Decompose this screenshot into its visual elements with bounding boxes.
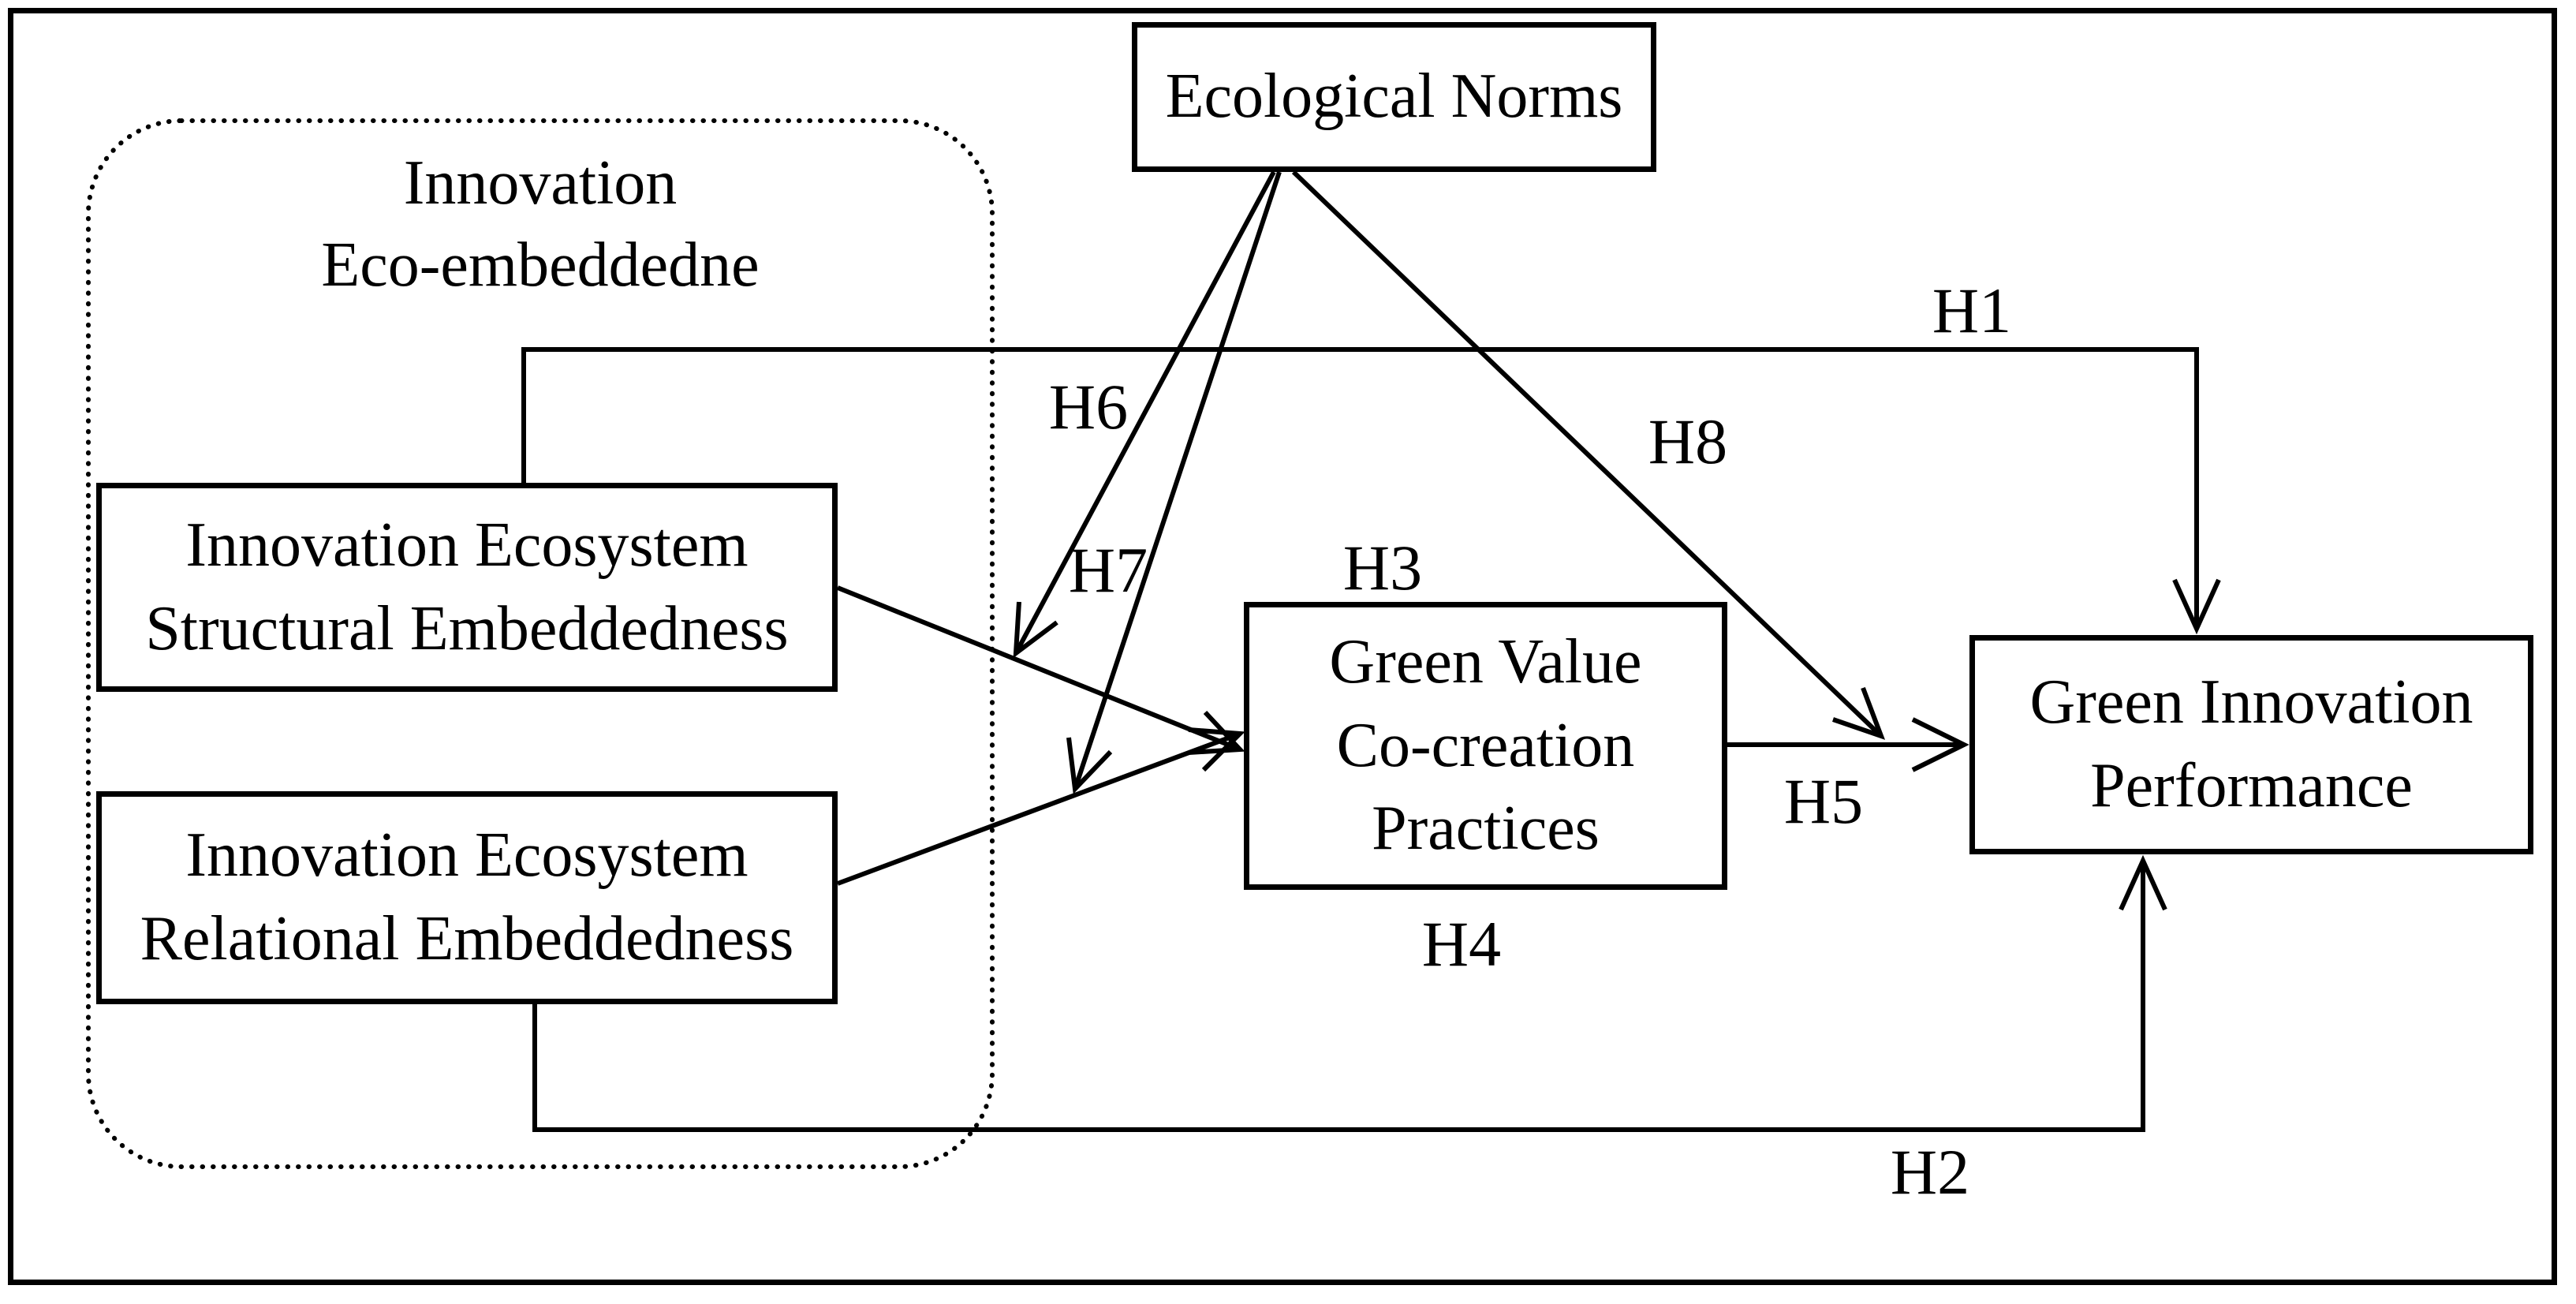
arrow-h5-arrowhead (1911, 717, 1969, 772)
group-label-innovation-eco-embeddedness: Innovation Eco-embeddedne (321, 148, 760, 300)
arrow-h6-norms-moderation (1014, 170, 1276, 655)
label-h1: H1 (1932, 275, 2012, 346)
figure-border (8, 8, 2557, 1285)
arrow-h4-relational-to-cocreation (836, 731, 1241, 886)
box-relational-embeddedness-label: Innovation Ecosystem Relational Embedded… (140, 820, 794, 973)
label-h8: H8 (1648, 405, 1728, 477)
box-ecological-norms: Ecological Norms (1132, 22, 1656, 172)
arrow-h3-structural-to-cocreation (836, 585, 1241, 752)
box-ecological-norms-label: Ecological Norms (1165, 62, 1623, 132)
arrow-h7-arrowhead (1066, 737, 1113, 794)
box-structural-embeddedness: Innovation Ecosystem Structural Embedded… (96, 483, 838, 692)
box-green-innovation-performance-label: Green Innovation Performance (2029, 667, 2473, 820)
box-green-value-cocreation: Green Value Co-creation Practices (1244, 602, 1727, 890)
arrow-h6-arrowhead (1013, 601, 1058, 659)
arrow-h3-arrowhead (1188, 710, 1245, 755)
arrow-h8-norms-moderation (1291, 170, 1883, 738)
box-green-innovation-performance: Green Innovation Performance (1969, 635, 2533, 854)
arrow-h2-embeddedness-to-performance (532, 861, 2145, 1132)
box-green-value-cocreation-label: Green Value Co-creation Practices (1329, 627, 1642, 864)
label-h7: H7 (1068, 534, 1148, 606)
box-structural-embeddedness-label: Innovation Ecosystem Structural Embedded… (145, 510, 789, 663)
box-relational-embeddedness: Innovation Ecosystem Relational Embedded… (96, 791, 838, 1004)
label-h6: H6 (1048, 371, 1129, 443)
label-h4: H4 (1421, 908, 1502, 980)
label-h5: H5 (1783, 765, 1864, 837)
innovation-eco-embeddedness-group-outline (86, 118, 995, 1169)
arrow-h7-norms-moderation (1073, 171, 1282, 790)
arrow-h8-arrowhead (1832, 686, 1886, 740)
arrow-h4-arrowhead (1188, 727, 1245, 772)
arrow-h2-arrowhead (2119, 854, 2167, 911)
label-h2: H2 (1890, 1136, 1970, 1208)
arrow-h1-arrowhead (2172, 578, 2221, 635)
label-h3: H3 (1342, 532, 1423, 603)
arrow-h1-embeddedness-to-performance (521, 347, 2199, 629)
